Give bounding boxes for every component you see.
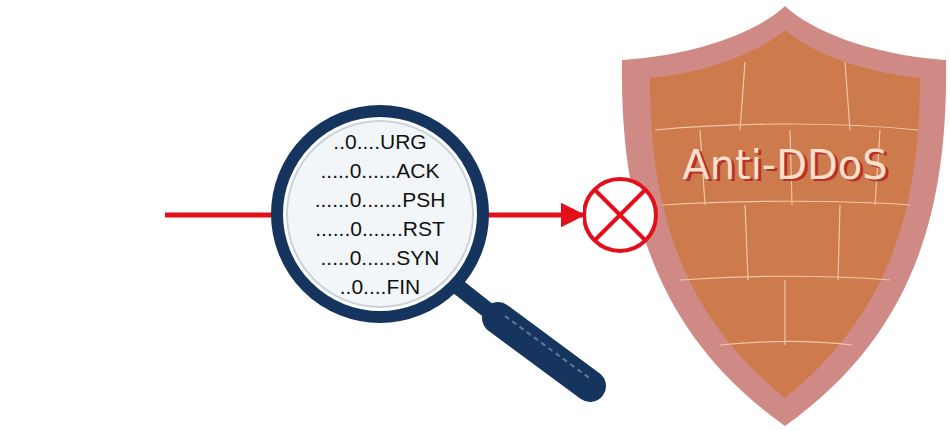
brick-line — [845, 62, 850, 130]
shield-drawing — [583, 0, 947, 431]
brick-line — [720, 341, 852, 345]
brick-line — [740, 62, 745, 130]
brick-line — [838, 205, 840, 280]
brick-line — [745, 205, 748, 280]
tcp-flag-line: .....0......SYN — [320, 243, 439, 272]
flow-arrow — [483, 213, 583, 218]
brick-line — [655, 124, 918, 130]
lens-handle — [498, 318, 590, 386]
magnifier-lens: ..0....URG.....0......ACK......0.......P… — [271, 105, 489, 323]
tcp-flag-line: ..0....FIN — [340, 272, 421, 301]
blocked-cross — [595, 190, 645, 240]
shield-label: Anti-DDoS — [682, 142, 887, 188]
tcp-flag-line: ..0....URG — [333, 127, 426, 156]
brick-line — [680, 276, 890, 280]
handle-stitch — [505, 316, 592, 380]
tcp-flag-line: ......0.......PSH — [315, 185, 446, 214]
anti-ddos-shield: Anti-DDoS — [583, 0, 947, 431]
blocked-symbol — [584, 179, 656, 251]
brick-line — [662, 201, 910, 205]
shield-rim — [622, 6, 946, 426]
incoming-line — [165, 213, 285, 218]
shield-face — [650, 30, 920, 398]
tcp-flag-line: ......0.......RST — [315, 214, 445, 243]
brick-line — [784, 280, 785, 345]
tcp-flag-line: .....0......ACK — [320, 156, 439, 185]
